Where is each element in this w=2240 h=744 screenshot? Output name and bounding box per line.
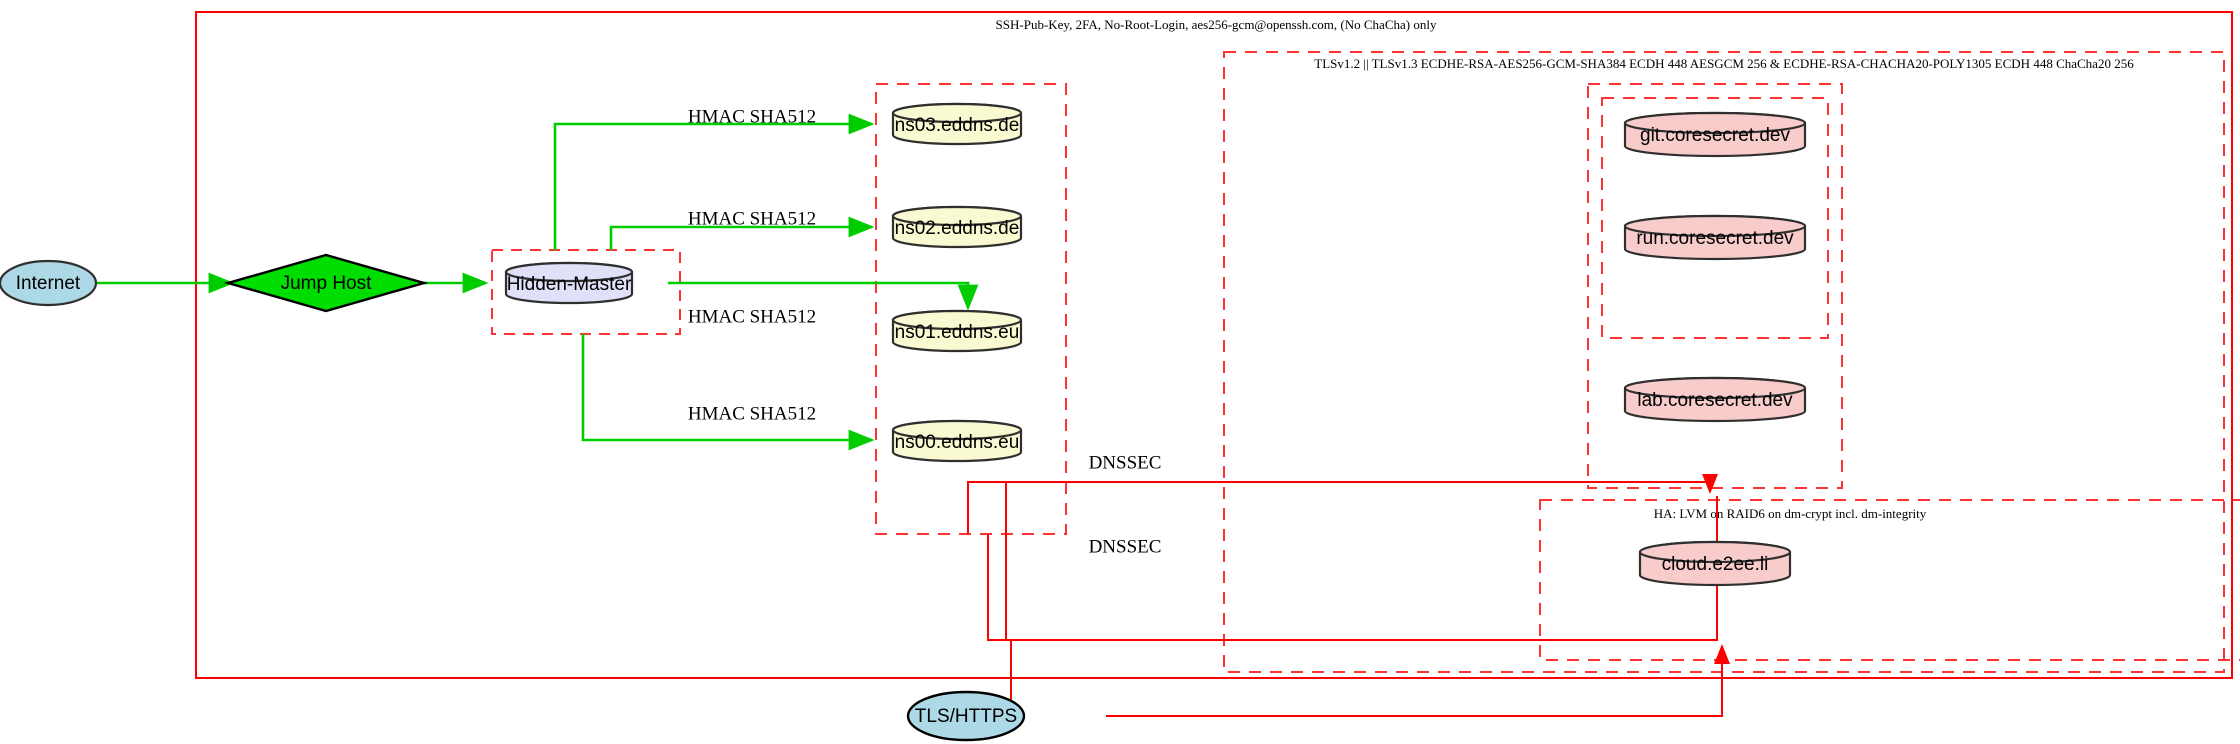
node-cloud-e2ee[interactable]: cloud.e2ee.li xyxy=(1638,540,1792,587)
node-tls-https-label: TLS/HTTPS xyxy=(915,706,1017,727)
node-hidden-master[interactable]: Hidden-Master xyxy=(504,261,634,305)
node-ns02[interactable]: ns02.eddns.de xyxy=(891,205,1023,249)
node-cloud-e2ee-label: cloud.e2ee.li xyxy=(1662,554,1769,575)
node-lab-coresecret-label: lab.coresecret.dev xyxy=(1637,390,1793,411)
outer-security-boundary xyxy=(195,11,2233,679)
edge-master-ns02 xyxy=(609,216,875,250)
edge-tls-to-ha xyxy=(1106,644,1730,717)
hidden-master-cluster-box xyxy=(491,249,681,335)
edge-dnssec-lower-path xyxy=(987,496,1718,641)
edge-master-ns01 xyxy=(668,281,979,311)
node-hidden-master-label: Hidden-Master xyxy=(507,274,632,295)
node-internet[interactable]: Internet xyxy=(0,259,98,307)
ha-cluster-box xyxy=(1539,499,2240,661)
node-ns02-label: ns02.eddns.de xyxy=(895,218,1020,239)
edge-master-ns03 xyxy=(553,113,875,250)
node-lab-coresecret[interactable]: lab.coresecret.dev xyxy=(1623,376,1807,423)
node-ns00[interactable]: ns00.eddns.eu xyxy=(891,419,1023,463)
edge-label-dnssec-lower: DNSSEC xyxy=(1089,536,1162,557)
node-jump-host[interactable]: Jump Host xyxy=(223,253,429,313)
edge-dnssec-upper xyxy=(967,474,1718,534)
edge-label-hmac-ns00: HMAC SHA512 xyxy=(688,403,816,424)
outer-boundary-label: SSH-Pub-Key, 2FA, No-Root-Login, aes256-… xyxy=(996,17,1437,32)
node-run-coresecret-label: run.coresecret.dev xyxy=(1636,228,1794,249)
edge-master-ns00 xyxy=(581,334,875,451)
edge-label-dnssec-upper: DNSSEC xyxy=(1089,452,1162,473)
node-jump-host-label: Jump Host xyxy=(281,273,373,294)
tls-cluster-box xyxy=(1223,51,2225,673)
node-ns01[interactable]: ns01.eddns.eu xyxy=(891,309,1023,353)
node-ns00-label: ns00.eddns.eu xyxy=(895,432,1020,453)
dns-cluster-box xyxy=(875,83,1067,535)
edge-label-hmac-ns01: HMAC SHA512 xyxy=(688,306,816,327)
node-git-coresecret-label: git.coresecret.dev xyxy=(1640,125,1790,146)
node-tls-https[interactable]: TLS/HTTPS xyxy=(906,690,1026,742)
node-run-coresecret[interactable]: run.coresecret.dev xyxy=(1623,214,1807,261)
coresecret-inner-box xyxy=(1601,97,1829,339)
node-internet-label: Internet xyxy=(16,273,81,294)
edge-label-hmac-ns03: HMAC SHA512 xyxy=(688,106,816,127)
edge-label-hmac-ns02: HMAC SHA512 xyxy=(688,208,816,229)
node-git-coresecret[interactable]: git.coresecret.dev xyxy=(1623,111,1807,158)
node-ns03-label: ns03.eddns.de xyxy=(895,115,1020,136)
ha-cluster-label: HA: LVM on RAID6 on dm-crypt incl. dm-in… xyxy=(1654,506,1927,521)
tls-cluster-label: TLSv1.2 || TLSv1.3 ECDHE-RSA-AES256-GCM-… xyxy=(1314,56,2134,71)
node-ns01-label: ns01.eddns.eu xyxy=(895,322,1020,343)
node-ns03[interactable]: ns03.eddns.de xyxy=(891,102,1023,146)
